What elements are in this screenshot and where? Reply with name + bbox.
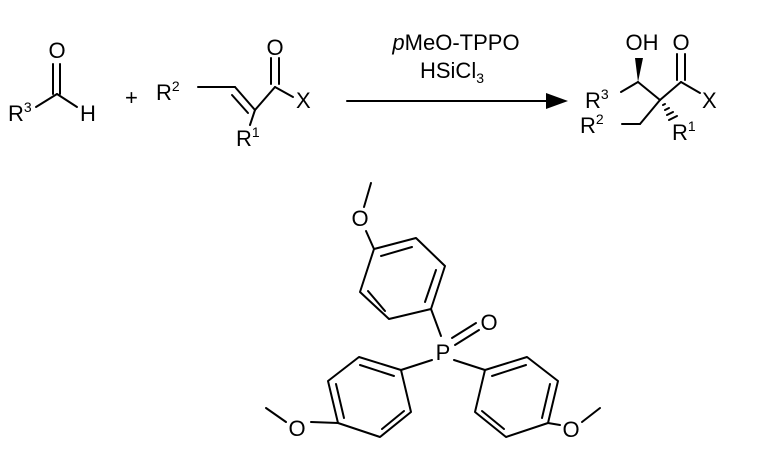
top-ring-double-2: [424, 269, 437, 303]
product-c1-c2-bond: [637, 81, 661, 101]
p-right-aryl-bond: [453, 359, 486, 371]
product-c2-carbonyl-bond: [659, 81, 682, 101]
p-top-aryl-bond: [430, 308, 442, 337]
top-ring-double-3: [367, 290, 386, 312]
reaction-arrow-group: pMeO-TPPO HSiCl3: [346, 30, 568, 109]
acrylate-c-c-bond: [254, 86, 276, 111]
top-o-ring-bond: [365, 230, 375, 250]
product-oxygen: O: [672, 30, 689, 55]
product-r3-label: R3: [585, 86, 609, 113]
alkene-bond-1: [234, 86, 256, 111]
acrylate-oxygen: O: [266, 35, 283, 60]
phosphorus-atom: P: [436, 340, 451, 365]
hash-line-3: [666, 111, 674, 116]
aldehyde-hydrogen: H: [80, 101, 96, 126]
aldehyde-r3-bond: [35, 93, 58, 108]
p-left-aryl-bond: [400, 359, 433, 371]
reagent-silane-label: HSiCl3: [420, 58, 484, 86]
p-o-bond-1: [451, 322, 477, 339]
acrylate-x-label: X: [296, 88, 311, 113]
right-o-ring-bond: [547, 422, 561, 426]
phosphoryl-oxygen: O: [480, 310, 497, 335]
catalyst-structure: O P O O O: [265, 182, 601, 442]
product-structure: OH R3 O X R2 R1: [580, 30, 717, 145]
product-ch2-bond: [639, 99, 661, 125]
acrylate-r1-label: R1: [236, 124, 260, 151]
top-methyl-bond: [363, 182, 372, 208]
right-methoxy-oxygen: O: [562, 417, 579, 442]
aldehyde-oxygen: O: [48, 38, 65, 63]
right-ring-double-2: [541, 383, 551, 419]
acrylate-r2-label: R2: [156, 78, 180, 105]
acrylate-r1-bond: [249, 109, 256, 126]
aldehyde-structure: O R3 H: [8, 38, 96, 126]
reaction-arrow-head: [546, 93, 568, 109]
product-r1-label: R1: [672, 118, 696, 145]
hash-line-4: [668, 115, 678, 121]
left-methyl-bond: [265, 407, 287, 423]
product-r3-bond: [620, 81, 639, 93]
product-r2-label: R2: [580, 111, 604, 138]
left-methoxy-oxygen: O: [288, 416, 305, 441]
right-methyl-bond: [581, 407, 601, 423]
acrylate-structure: R2 R1 O X: [156, 35, 311, 151]
top-ring-double-1: [380, 246, 413, 257]
left-ring-double-1: [359, 364, 395, 377]
product-hydroxyl-label: OH: [626, 30, 659, 55]
product-x-bond: [680, 81, 701, 94]
hash-line-2: [664, 107, 670, 111]
plus-sign: +: [125, 85, 138, 110]
aldehyde-r3-label: R3: [8, 99, 32, 126]
product-oh-wedge-bond: [635, 58, 643, 82]
left-ring-double-3: [381, 410, 405, 430]
acrylate-x-bond: [274, 86, 294, 98]
hash-line-1: [662, 103, 666, 106]
product-r1-hash-bond: [662, 103, 678, 121]
product-x-label: X: [702, 88, 717, 113]
alkene-bond-2: [231, 94, 249, 114]
right-ring-double-1: [491, 364, 527, 377]
p-o-bond-2: [454, 329, 480, 346]
right-ring-double-3: [481, 410, 505, 430]
aldehyde-h-bond: [56, 93, 78, 108]
reagent-catalyst-label: pMeO-TPPO: [391, 30, 519, 55]
top-methoxy-oxygen: O: [351, 206, 368, 231]
left-ring-double-2: [335, 383, 345, 419]
left-o-ring-bond: [310, 421, 339, 424]
